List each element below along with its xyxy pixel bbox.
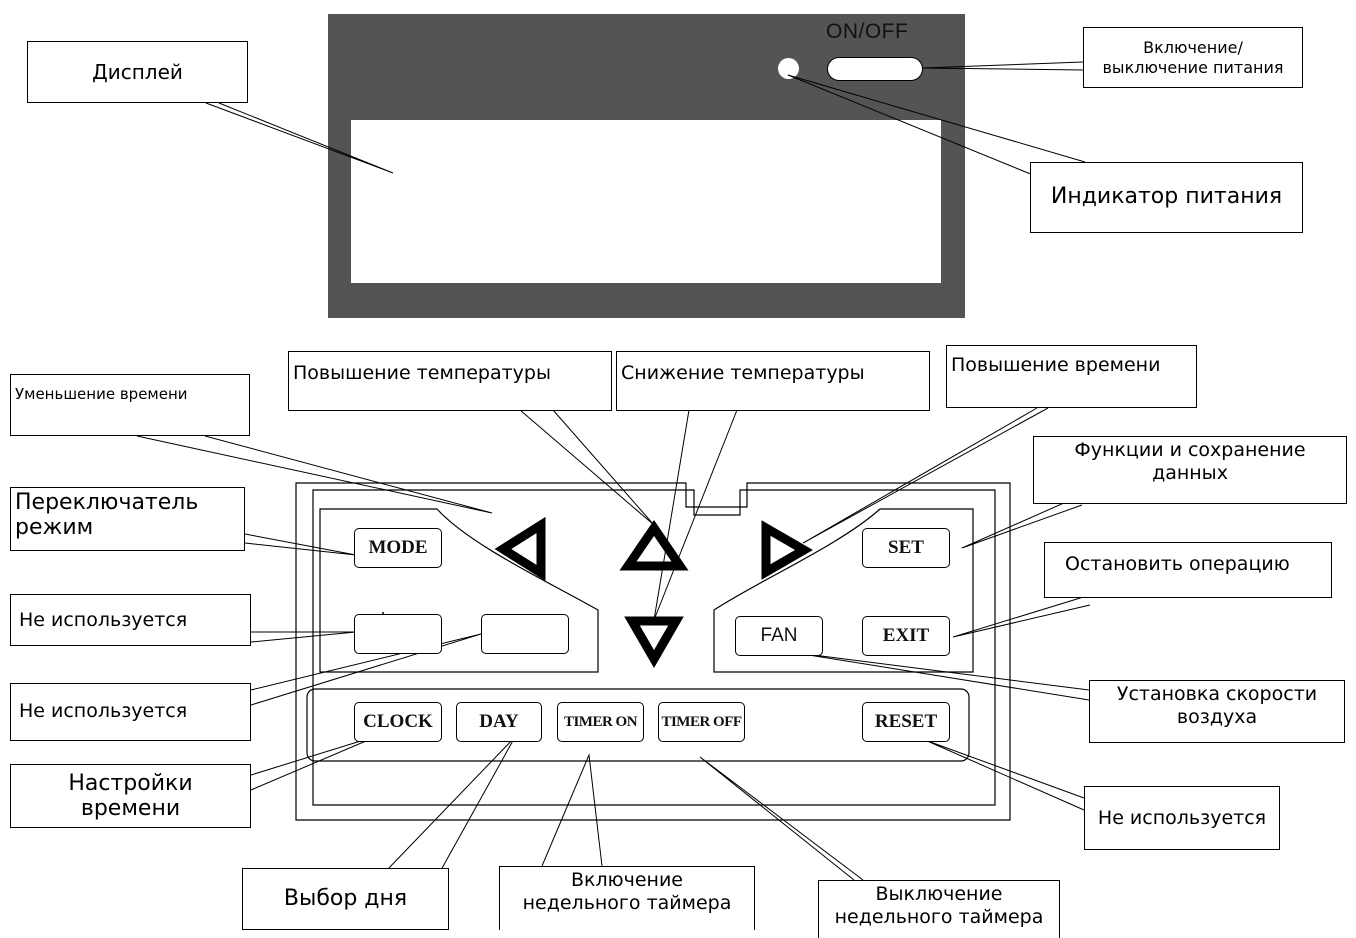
keypad-inner-frame <box>312 489 996 806</box>
callout-mode-switch: Переключатель режим <box>10 487 245 551</box>
leader-power-switch <box>922 61 1084 71</box>
callout-time-settings: Настройки времени <box>10 764 251 828</box>
callout-display: Дисплей <box>27 41 248 103</box>
shower-button[interactable] <box>354 614 442 654</box>
display-screen <box>351 120 941 283</box>
leader-time-settings <box>250 734 381 791</box>
callout-time-increase: Повышение времени <box>946 345 1197 408</box>
fan-button[interactable]: FAN <box>735 616 823 656</box>
mode-button[interactable]: MODE <box>354 528 442 568</box>
callout-time-decrease: Уменьшение времени <box>10 374 250 436</box>
leader-not-used-1 <box>250 631 357 643</box>
callout-stop-operation: Остановить операцию <box>1044 542 1332 598</box>
leader-reset <box>924 739 1085 811</box>
callout-temp-increase: Повышение температуры <box>288 351 612 411</box>
triangle-left-icon <box>494 516 546 582</box>
timer-off-button[interactable]: TIMER OFF <box>658 702 745 742</box>
timer-on-button[interactable]: TIMER ON <box>557 702 644 742</box>
set-button[interactable]: SET <box>862 528 950 568</box>
triangle-right-icon <box>761 520 813 580</box>
exit-button[interactable]: EXIT <box>862 616 950 656</box>
reset-button[interactable]: RESET <box>862 702 950 742</box>
callout-power-switch: Включение/ выключение питания <box>1083 27 1303 88</box>
leader-temp-decrease <box>653 409 738 621</box>
callout-weekly-timer-off: Выключение недельного таймера <box>818 880 1060 938</box>
leader-fan-speed <box>789 651 1090 701</box>
callout-day-select: Выбор дня <box>242 868 449 930</box>
callout-weekly-timer-on: Включение недельного таймера <box>499 866 755 930</box>
leader-mode <box>244 533 357 556</box>
triangle-up-icon <box>619 520 689 571</box>
callout-not-used-1: Не используется <box>10 594 251 646</box>
callout-not-used-2: Не используется <box>10 683 251 741</box>
onoff-switch[interactable] <box>827 57 923 81</box>
leader-day <box>386 736 516 871</box>
keypad-outer-frame <box>295 482 1011 821</box>
leader-display <box>205 102 394 174</box>
day-button[interactable]: DAY <box>456 702 542 742</box>
keypad-bottom-group <box>306 688 970 762</box>
triangle-down-icon <box>624 616 684 668</box>
leader-functions-save <box>961 494 1083 549</box>
callout-temp-decrease: Снижение температуры <box>616 351 930 411</box>
leader-timer-on <box>541 753 603 867</box>
callout-fan-speed: Установка скорости воздуха <box>1089 680 1345 743</box>
heat-button[interactable] <box>481 614 569 654</box>
leader-time-increase <box>802 407 1049 544</box>
leader-stop <box>952 594 1091 638</box>
clock-button[interactable]: CLOCK <box>354 702 442 742</box>
leader-time-decrease <box>136 435 493 514</box>
power-indicator-led <box>778 58 799 79</box>
onoff-label: ON/OFF <box>826 20 909 43</box>
callout-not-used-3: Не используется <box>1084 786 1280 850</box>
callout-power-indicator: Индикатор питания <box>1030 162 1303 233</box>
leader-temp-increase <box>519 409 655 526</box>
callout-functions-save: Функции и сохранение данных <box>1033 436 1347 504</box>
leader-timer-off <box>699 756 864 881</box>
keypad-left-group <box>319 508 599 673</box>
leader-power-indicator <box>787 74 1086 176</box>
keypad-right-group <box>713 508 974 673</box>
